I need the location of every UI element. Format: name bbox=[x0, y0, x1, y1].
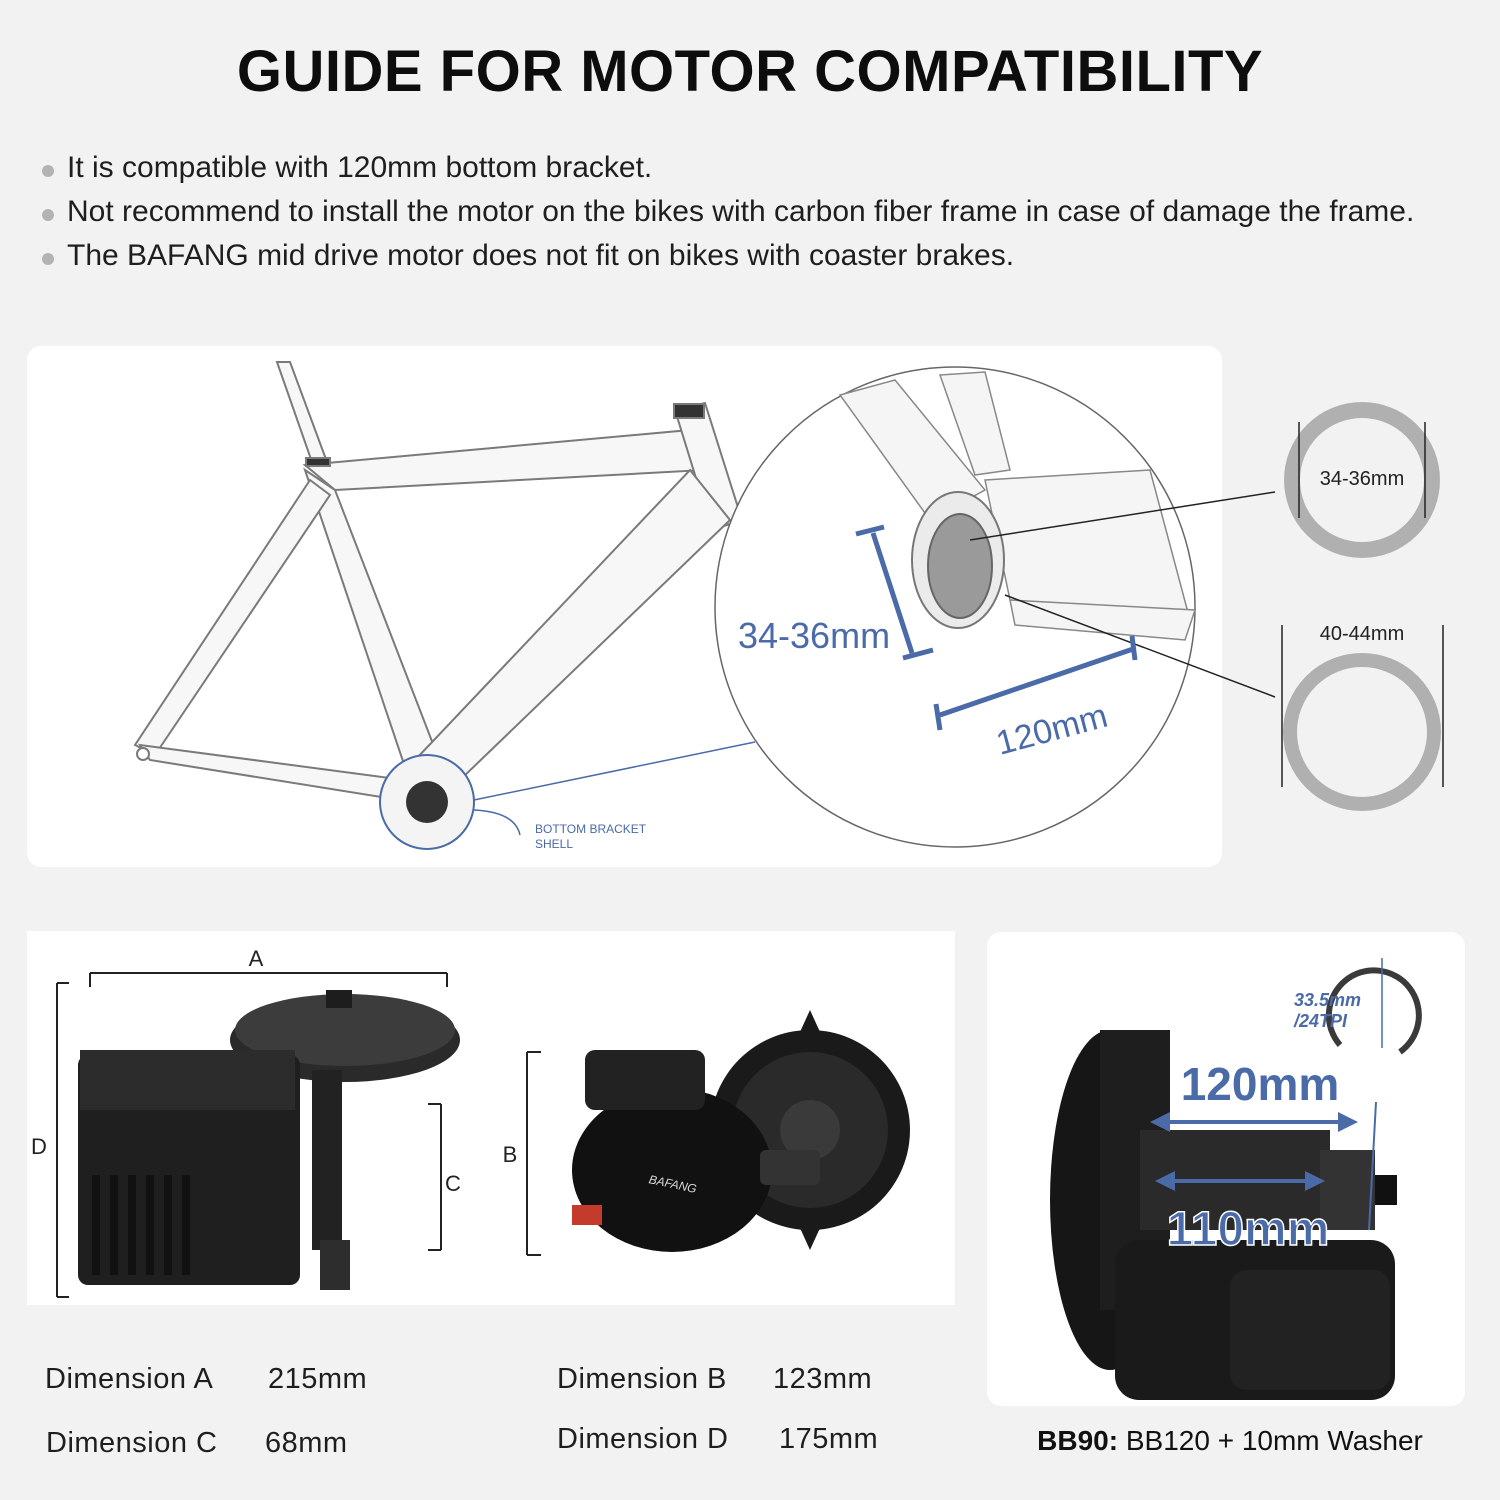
bike-frame-icon bbox=[133, 361, 744, 802]
bullet-dot-icon bbox=[42, 253, 54, 265]
bb90-caption: BB90: BB120 + 10mm Washer bbox=[1000, 1425, 1460, 1457]
pointer-line-small bbox=[969, 491, 1276, 541]
bb-shell-icon bbox=[406, 781, 448, 823]
ring-large-label: 40-44mm bbox=[1320, 623, 1404, 645]
leader-line bbox=[473, 741, 756, 801]
dimension-a-label: Dimension A bbox=[45, 1363, 214, 1395]
washer-label-1: 33.5mm bbox=[1294, 990, 1361, 1010]
label-b: B bbox=[503, 1142, 518, 1167]
arrow-120-endmark bbox=[1368, 1101, 1377, 1231]
label-d: D bbox=[31, 1134, 47, 1159]
washer-icon bbox=[1325, 967, 1422, 1055]
motor-front-view-icon bbox=[1050, 1030, 1397, 1400]
dimension-a-bracket bbox=[89, 972, 448, 987]
dimension-width bbox=[933, 635, 1138, 731]
dimension-d-bracket bbox=[56, 982, 69, 1298]
bullet-text: The BAFANG mid drive motor does not fit … bbox=[67, 239, 1015, 272]
caption-rest: BB120 + 10mm Washer bbox=[1118, 1425, 1423, 1456]
washer-label-2: /24TPI bbox=[1293, 1011, 1348, 1031]
magnified-frame-icon bbox=[838, 371, 1197, 641]
arrow-120 bbox=[1150, 1112, 1358, 1132]
shell-label-1: BOTTOM BRACKET bbox=[535, 822, 647, 836]
bullet-dot-icon bbox=[42, 209, 54, 221]
dimension-d-value: 175mm bbox=[779, 1423, 879, 1455]
motor-angle-view-icon: BAFANG bbox=[572, 1010, 910, 1252]
dimension-d-label: Dimension D bbox=[557, 1423, 729, 1455]
pointer-line-large bbox=[1004, 594, 1276, 698]
bullet-item: Not recommend to install the motor on th… bbox=[40, 190, 1480, 234]
inner-diameter-label: 34-36mm bbox=[738, 615, 890, 656]
dimension-b-value: 123mm bbox=[773, 1363, 873, 1395]
dimension-c-bracket bbox=[428, 1103, 442, 1251]
dimension-b-bracket bbox=[526, 1051, 541, 1256]
bb-shell-bore bbox=[927, 513, 993, 619]
arrow-110 bbox=[1155, 1171, 1325, 1191]
label-c: C bbox=[445, 1171, 461, 1196]
ring-small-label: 34-36mm bbox=[1320, 468, 1404, 490]
ring-large-icon bbox=[1283, 653, 1441, 811]
bullet-list: It is compatible with 120mm bottom brack… bbox=[40, 146, 1480, 278]
length-110-label: 110mm bbox=[1167, 1203, 1330, 1256]
dimension-c-label: Dimension C bbox=[46, 1427, 218, 1459]
caption-bold: BB90: bbox=[1037, 1425, 1119, 1456]
ring-small-icon bbox=[1284, 402, 1440, 558]
page-title: GUIDE FOR MOTOR COMPATIBILITY bbox=[236, 39, 1264, 104]
length-120-label: 120mm bbox=[1181, 1058, 1340, 1110]
motor-side-view-icon bbox=[78, 990, 460, 1290]
bullet-text: It is compatible with 120mm bottom brack… bbox=[67, 151, 653, 184]
shell-leader-line bbox=[473, 809, 521, 836]
dimension-inner-diameter bbox=[855, 524, 934, 661]
dimension-c-value: 68mm bbox=[265, 1427, 348, 1459]
dimension-b-label: Dimension B bbox=[557, 1363, 727, 1395]
dimension-a-value: 215mm bbox=[268, 1363, 368, 1395]
bullet-item: The BAFANG mid drive motor does not fit … bbox=[40, 234, 1480, 278]
bullet-dot-icon bbox=[42, 165, 54, 177]
bullet-text: Not recommend to install the motor on th… bbox=[67, 195, 1415, 228]
label-a: A bbox=[249, 946, 264, 971]
shell-label-2: SHELL bbox=[535, 837, 573, 851]
bullet-item: It is compatible with 120mm bottom brack… bbox=[40, 146, 1480, 190]
